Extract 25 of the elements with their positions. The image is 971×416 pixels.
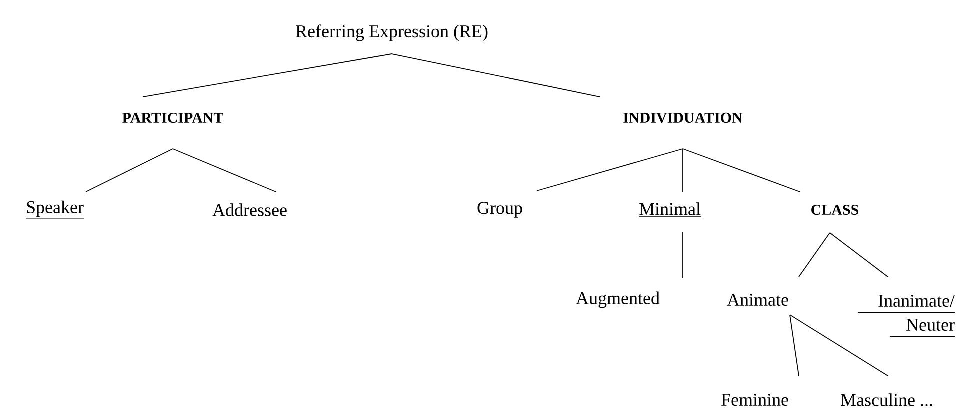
tree-label: Referring Expression (RE) bbox=[296, 24, 488, 42]
tree-branch bbox=[142, 54, 392, 98]
category-label: INDIVIDUATION bbox=[624, 112, 743, 124]
tree-branch bbox=[172, 148, 276, 192]
tree-branch bbox=[682, 148, 684, 192]
tree-label: Inanimate/ Neuter bbox=[858, 294, 956, 338]
tree-branch bbox=[682, 232, 684, 278]
tree-branch bbox=[682, 148, 800, 192]
tree-label: Masculine ... bbox=[841, 394, 932, 406]
tree-label: Speaker bbox=[26, 200, 84, 219]
category-label: PARTICIPANT bbox=[122, 112, 224, 124]
tree-branch bbox=[798, 232, 830, 278]
tree-branch bbox=[392, 54, 600, 98]
tree-branch bbox=[790, 314, 888, 376]
category-label: CLASS bbox=[812, 204, 859, 216]
tree-label: Augmented bbox=[576, 292, 660, 308]
tree-branch bbox=[790, 314, 800, 376]
tree-branch bbox=[86, 148, 174, 192]
tree-label: Addressee bbox=[212, 204, 287, 216]
tree-branch bbox=[830, 232, 888, 278]
tree-label: Group bbox=[478, 202, 522, 218]
tree-label: Feminine bbox=[722, 394, 788, 406]
tree-label: Animate bbox=[727, 294, 788, 306]
tree-label: Minimal bbox=[638, 202, 702, 217]
tree-branch bbox=[536, 148, 684, 192]
